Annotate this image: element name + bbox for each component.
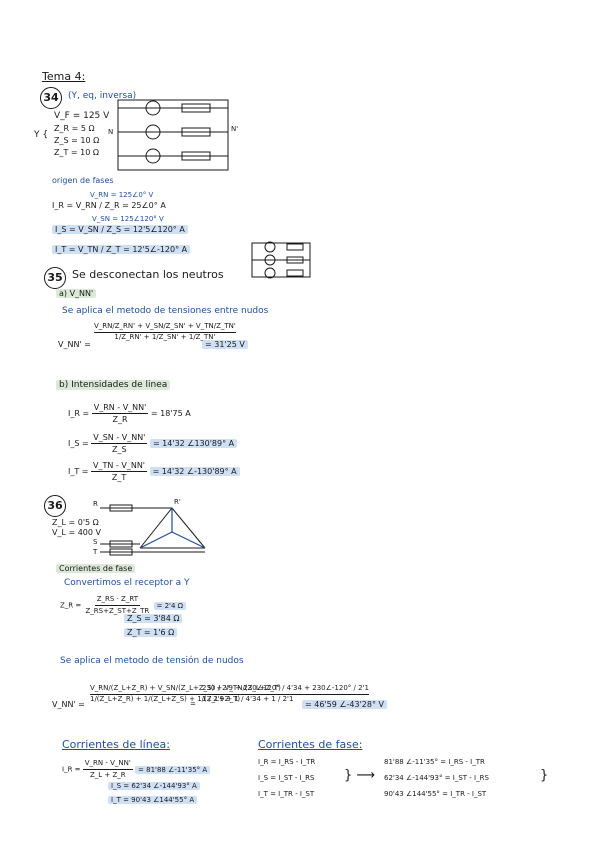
phase-currents-label: Corrientes de fase [56,564,136,573]
ir-36: I_R = V_RN - V_NN'Z_L + Z_R = 81'88 ∠-11… [62,758,211,781]
phase-val-2: 90'43 ∠144'55° = I_TR - I_ST [384,790,487,798]
problem-34-subtitle: (Y, eq, inversa) [68,91,137,101]
convert-note: Convertimos el receptor a Y [64,578,190,588]
zt-value: Z_T = 1'6 Ω [124,628,178,637]
eq-sign: = [190,700,196,708]
node-r: R [93,500,98,508]
vnn-35-label: V_NN' = [58,340,91,349]
zs-value: Z_S = 3'84 Ω [124,614,183,623]
node-t: T [93,548,98,556]
y-brace: Y { [34,130,49,140]
ir-34: I_R = V_RN / Z_R = 25∠0° A [52,201,166,210]
node-s: S [93,538,98,546]
is-35: I_S = V_SN - V_NN'Z_S = 14'32 ∠130'89° A [68,432,238,455]
origin-note: origen de fases [52,176,114,185]
line-currents-title: Corrientes de línea: [62,738,170,751]
it-35: I_T = V_TN - V_NN'Z_T = 14'32 ∠-130'89° … [68,460,240,483]
vnn-35-fraction: V_RN/Z_RN' + V_SN/Z_SN' + V_TN/Z_TN' 1/Z… [94,322,236,341]
node-n-prime-label: N' [231,125,239,133]
is-36: I_S = 62'34 ∠-144'93° A [108,782,200,790]
closing-brace: } [540,768,549,783]
method-36: Se aplica el metodo de tensión de nudos [60,656,244,666]
node-n-label: N [108,128,114,136]
z-s: Z_S = 10 Ω [54,136,100,145]
method-35: Se aplica el metodo de tensiones entre n… [62,306,269,316]
it-34: I_T = V_TN / Z_T = 12'5∠-120° A [52,245,191,254]
tema-title: Tema 4: [42,70,86,83]
zl-value: Z_L = 0'5 Ω [52,518,99,527]
is-34: I_S = V_SN / Z_S = 12'5∠120° A [52,225,188,234]
node-r-prime: R' [174,498,181,506]
phase-eq-0: I_R = I_RS - I_TR [258,758,316,766]
vnn-36-numeric: 230 / 2'9 + 230∠120° / 4'34 + 230∠-120° … [202,684,369,703]
vl-value: V_L = 400 V [52,528,102,537]
phase-eq-1: I_S = I_ST - I_RS [258,774,315,782]
problem-34-number: 34 [40,86,62,109]
problem-35-number: 35 [44,266,66,289]
ir-35: I_R = V_RN - V_NN'Z_R = 18'75 A [68,403,191,424]
vnn-35-result: = 31'25 V [202,340,248,349]
vnn-36-result: = 46'59 ∠-43'28° V [302,700,387,709]
v-sn: V_SN = 125∠120° V [92,215,164,223]
phase-val-1: 62'34 ∠-144'93° = I_ST - I_RS [384,774,489,782]
v-rn: V_RN = 125∠0° V [90,191,154,199]
phase-eq-2: I_T = I_TR - I_ST [258,790,315,798]
sub-a: a) V_NN' [56,289,97,298]
phase-currents-title: Corrientes de fase: [258,738,363,751]
brace-arrow: } ⟶ [344,768,376,783]
phase-val-0: 81'88 ∠-11'35° = I_RS - I_TR [384,758,485,766]
z-t: Z_T = 10 Ω [54,148,99,157]
vf-value: V_F = 125 V [54,111,110,121]
problem-35-title: Se desconectan los neutros [72,268,224,281]
problem-36-number: 36 [44,494,66,517]
vnn-36-label: V_NN' = [52,700,85,709]
vnn-36-fraction: V_RN/(Z_L+Z_R) + V_SN/(Z_L+Z_S) + V_TN/(… [90,684,281,703]
z-r: Z_R = 5 Ω [54,124,95,133]
it-36: I_T = 90'43 ∠144'55° A [108,796,198,804]
section-b: b) Intensidades de linea [56,380,171,390]
